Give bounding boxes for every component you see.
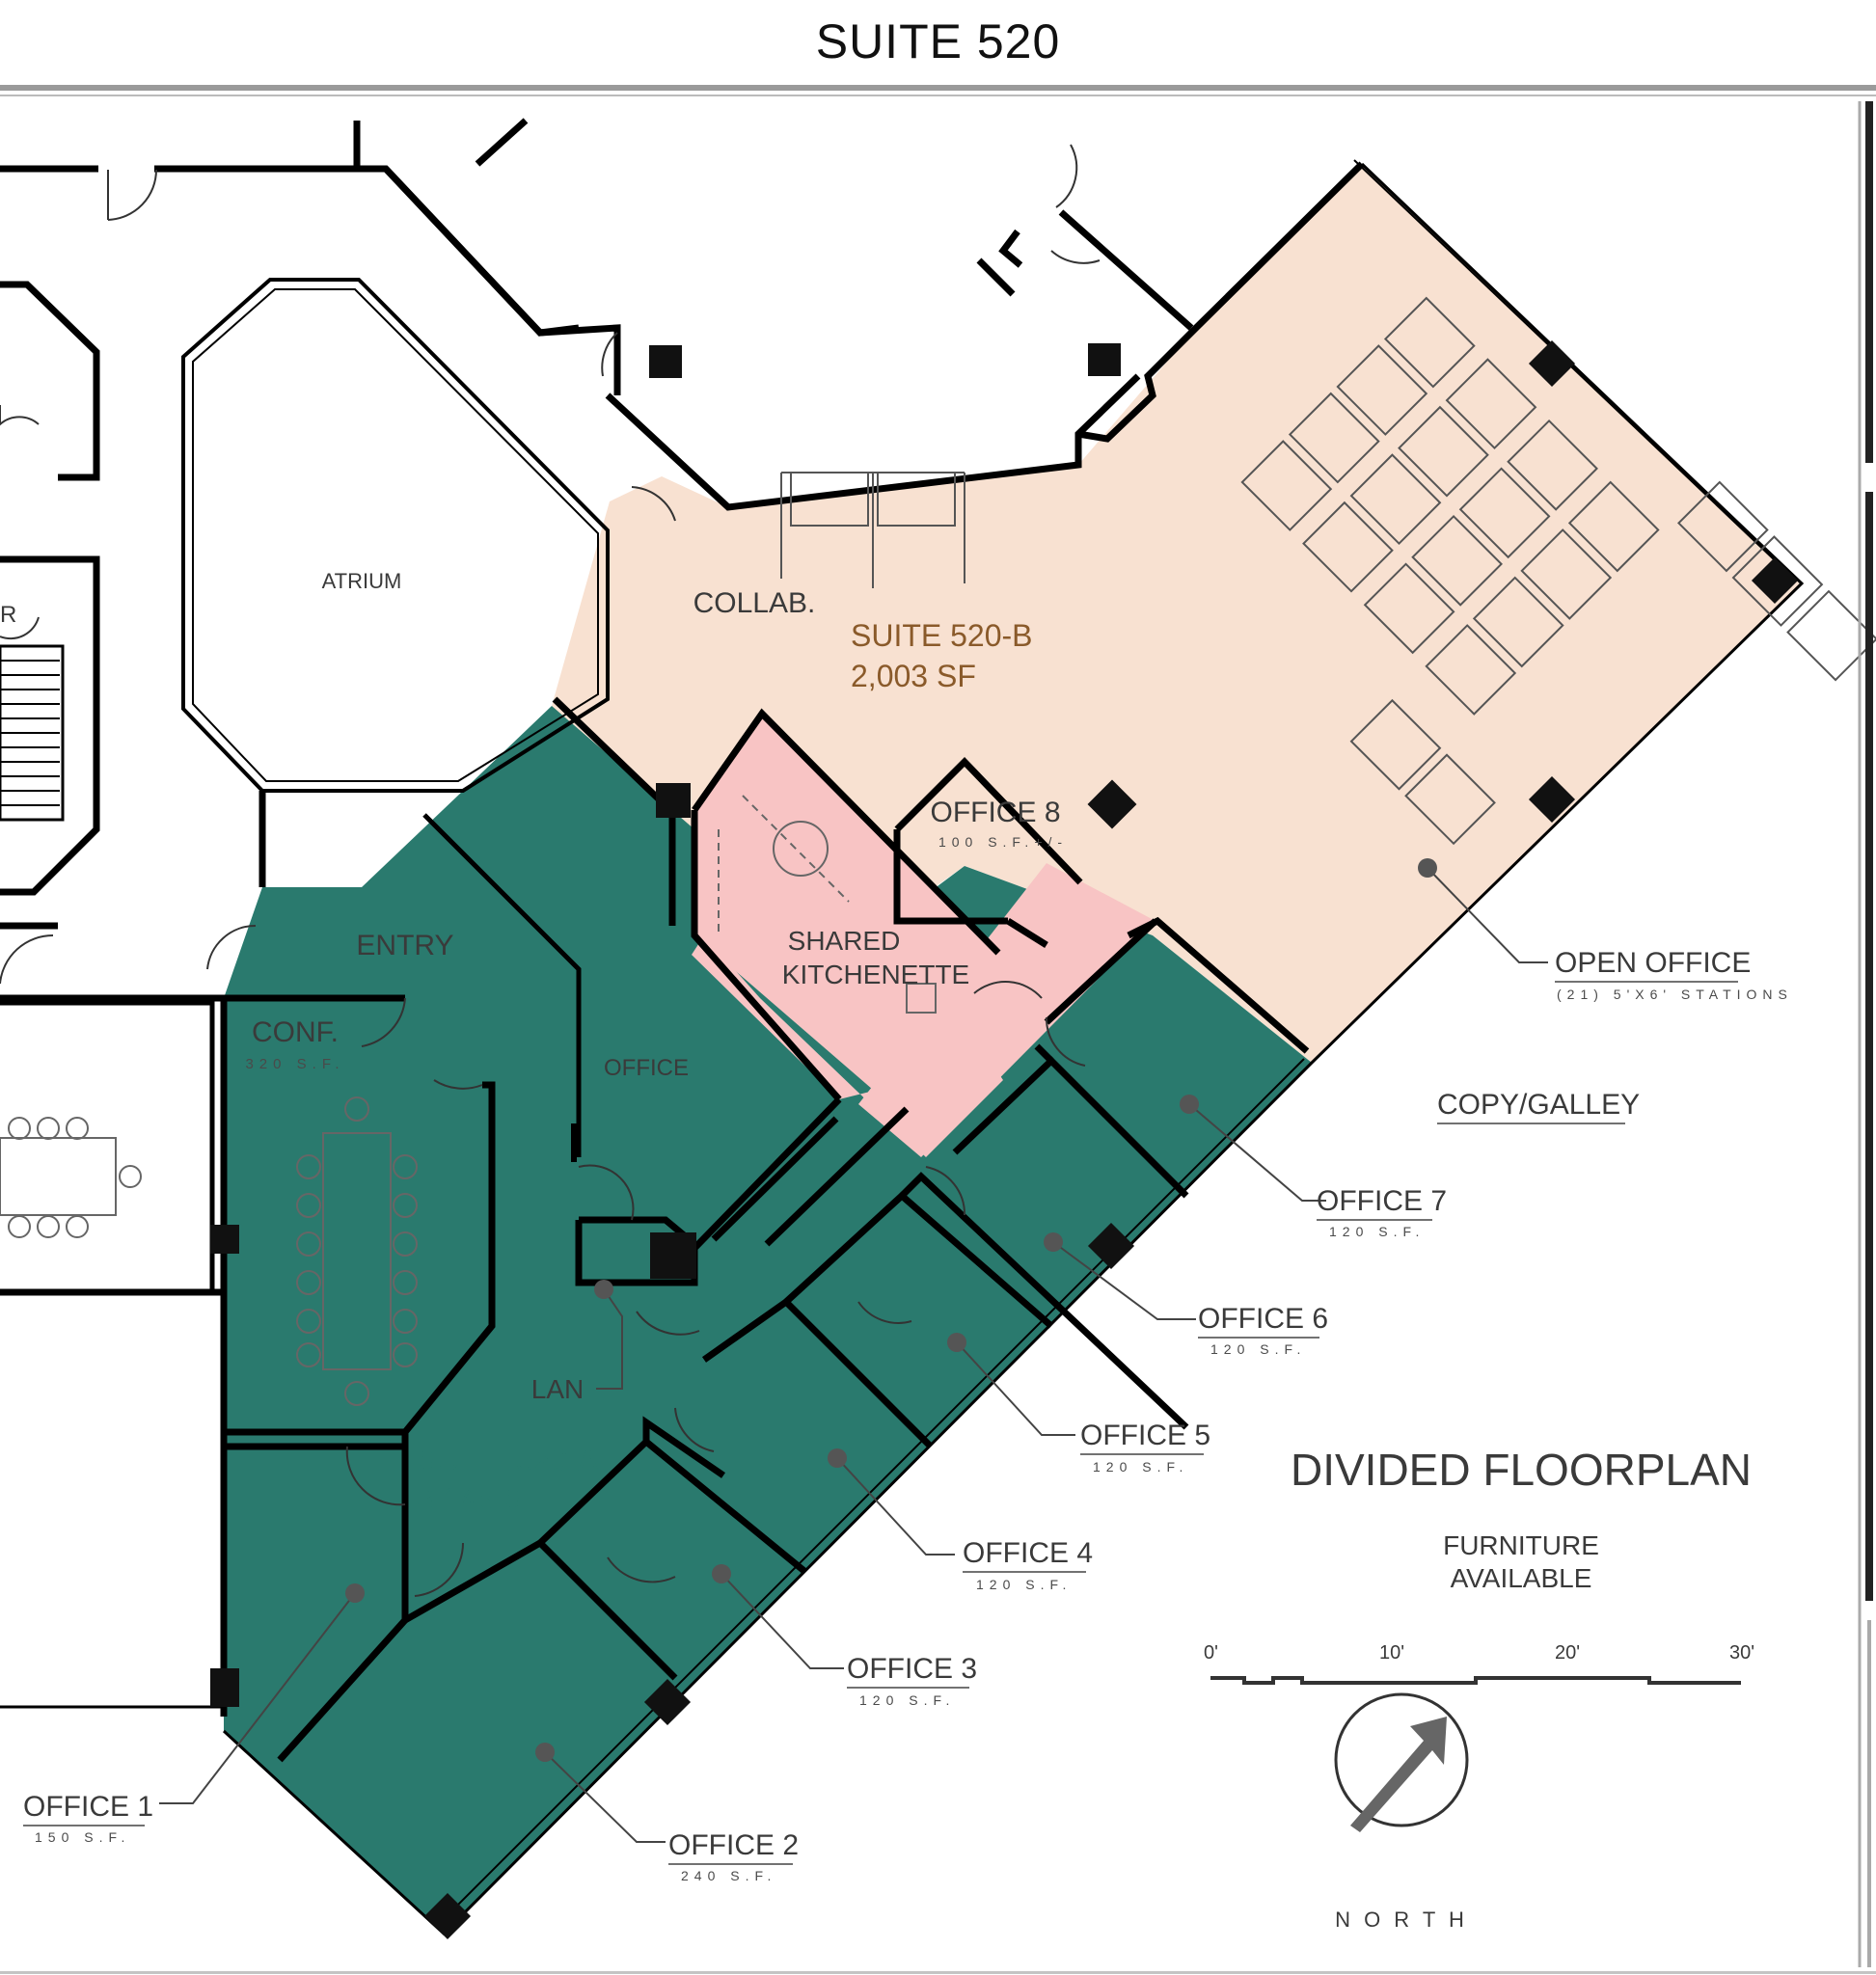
office3-area: 120 S.F. <box>859 1692 955 1708</box>
furniture-note-line1: FURNITURE <box>1443 1530 1599 1560</box>
conference-table <box>0 1096 418 1406</box>
copy-galley-label: COPY/GALLEY <box>1437 1089 1640 1121</box>
north-arrow-icon: N O R T H <box>1334 1692 1469 1932</box>
entry-label: ENTRY <box>356 930 453 961</box>
office2-label: OFFICE 2 <box>668 1829 799 1861</box>
leader-lines <box>159 867 1548 1843</box>
workstations <box>780 296 1876 846</box>
lan-label: LAN <box>531 1374 584 1404</box>
open-office-area: (21) 5'X6' STATIONS <box>1557 987 1793 1002</box>
footer-divider <box>0 1971 1876 1974</box>
floorplan: ATRIUM COLLAB. SUITE 520-B 2,003 SF ENTR… <box>0 96 1876 1967</box>
office3-label: OFFICE 3 <box>847 1653 977 1685</box>
suite-520a-area: 3,145 SF <box>417 1481 542 1516</box>
door-swings <box>0 144 1101 1597</box>
office5-label: OFFICE 5 <box>1080 1420 1210 1451</box>
suite-520b-area: 2,003 SF <box>851 659 976 693</box>
conf-label: CONF. <box>252 1016 339 1048</box>
office7-label: OFFICE 7 <box>1317 1185 1447 1217</box>
scale-tick-20: 20' <box>1555 1642 1580 1664</box>
office7-area: 120 S.F. <box>1329 1224 1425 1239</box>
partial-room-label: R <box>0 602 16 628</box>
office6-label: OFFICE 6 <box>1198 1303 1328 1335</box>
scale-bar: 0' 10' 20' 30' <box>1204 1642 1754 1685</box>
kitchenette-room-fill <box>694 714 998 1090</box>
office4-area: 120 S.F. <box>976 1577 1072 1592</box>
suite-520a-name: SUITE 520-A <box>417 1443 599 1477</box>
office5-area: 120 S.F. <box>1093 1459 1188 1474</box>
open-office-label: OPEN OFFICE <box>1555 947 1751 979</box>
office4-label: OFFICE 4 <box>963 1537 1093 1569</box>
kitchenette-label-2: KITCHENETTE <box>782 960 969 989</box>
shared-corridor-area <box>858 863 1156 1157</box>
office-label: OFFICE <box>604 1055 689 1081</box>
header-divider-thin <box>0 95 1876 96</box>
office1-area: 150 S.F. <box>35 1829 130 1845</box>
office8-label: OFFICE 8 <box>930 797 1060 828</box>
header-divider <box>0 85 1876 91</box>
scale-tick-10: 10' <box>1379 1642 1404 1664</box>
leader-dots <box>345 858 1437 1762</box>
kitchen-table <box>718 795 937 1014</box>
atrium-label: ATRIUM <box>322 569 402 593</box>
north-label: N O R T H <box>1335 1907 1468 1932</box>
collab-label: COLLAB. <box>693 587 816 619</box>
conf-area: 320 S.F. <box>245 1056 344 1072</box>
suite-520b-name: SUITE 520-B <box>851 618 1033 653</box>
floorplan-heading: DIVIDED FLOORPLAN <box>1291 1445 1752 1495</box>
office2-area: 240 S.F. <box>681 1868 776 1883</box>
office8-area: 100 S.F.+/- <box>938 834 1068 850</box>
scale-tick-30: 30' <box>1729 1642 1754 1664</box>
furniture-note-line2: AVAILABLE <box>1451 1563 1592 1593</box>
office6-area: 120 S.F. <box>1210 1341 1306 1357</box>
page-title: SUITE 520 <box>815 14 1061 68</box>
office1-label: OFFICE 1 <box>23 1791 153 1823</box>
scale-tick-0: 0' <box>1204 1642 1218 1664</box>
kitchenette-label-1: SHARED <box>788 926 901 956</box>
